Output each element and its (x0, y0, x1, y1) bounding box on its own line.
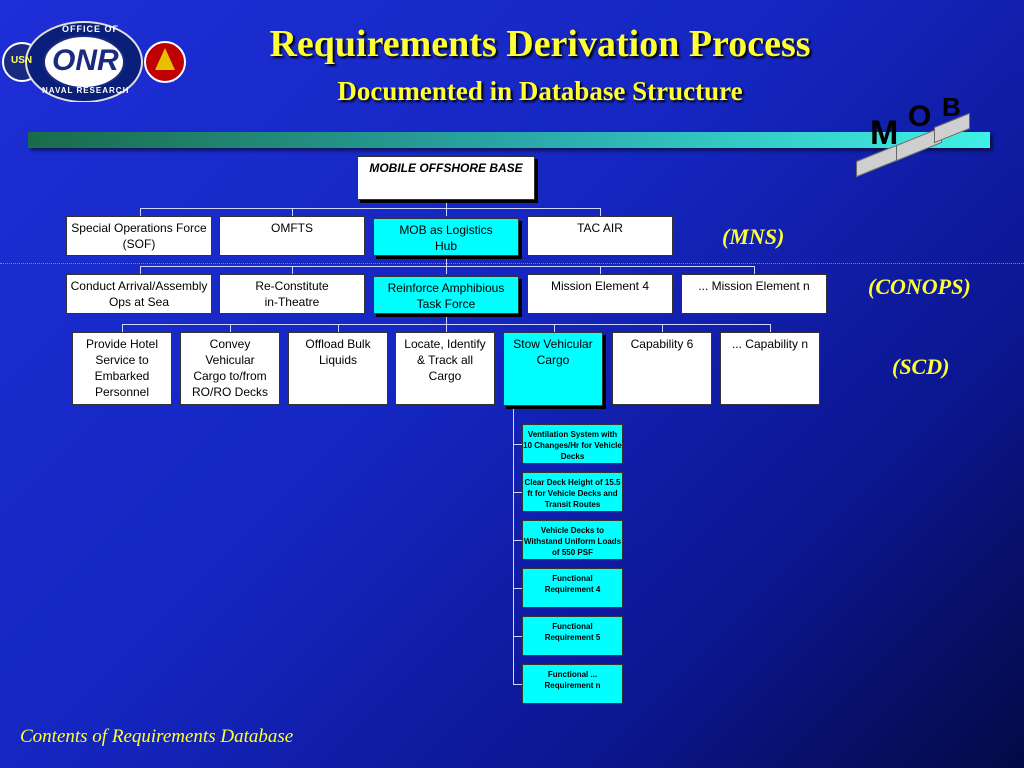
connector-line (554, 324, 555, 332)
requirement-5: Functional Requirement 5 (522, 616, 623, 656)
mob-logo: M O B (848, 92, 976, 184)
page-title: Requirements Derivation Process (269, 23, 811, 65)
conops-node-mission-4: Mission Element 4 (527, 274, 673, 314)
connector-line (446, 256, 447, 274)
logo-ring-top: OFFICE OF (62, 24, 119, 34)
header-divider-bar (28, 132, 990, 148)
level-label-conops: (CONOPS) (868, 274, 971, 299)
level-separator (0, 263, 1024, 264)
level-label-scd: (SCD) (892, 354, 950, 379)
scd-node-stow: Stow Vehicular Cargo (503, 332, 603, 406)
connector-line (446, 314, 447, 332)
onr-logo: USN OFFICE OF ONR NAVAL RESEARCH (2, 18, 192, 103)
conops-node-mission-n: ... Mission Element n (681, 274, 827, 314)
logo-center: ONR (52, 44, 119, 77)
connector-line (600, 208, 601, 216)
scd-node-locate: Locate, Identify & Track all Cargo (395, 332, 495, 405)
connector-line (140, 208, 141, 216)
requirement-ventilation: Ventilation System with 10 Changes/Hr fo… (522, 424, 623, 464)
mob-letter-b: B (942, 92, 961, 122)
logo-ring-bottom: NAVAL RESEARCH (42, 86, 130, 95)
connector-line (513, 540, 522, 541)
mob-letter-m: M (870, 114, 899, 152)
page-subtitle: Documented in Database Structure (337, 76, 743, 106)
scd-node-hotel: Provide Hotel Service to Embarked Person… (72, 332, 172, 405)
connector-line (513, 588, 522, 589)
level-label-mns: (MNS) (722, 224, 785, 249)
requirement-deck-height: Clear Deck Height of 15.5 ft for Vehicle… (522, 472, 623, 512)
connector-line (292, 266, 293, 274)
connector-line (140, 266, 141, 274)
requirement-deck-loads: Vehicle Decks to Withstand Uniform Loads… (522, 520, 623, 560)
root-node-box: MOBILE OFFSHORE BASE (357, 156, 535, 200)
connector-line (122, 324, 770, 325)
connector-line (662, 324, 663, 332)
connector-line (122, 324, 123, 332)
connector-line (513, 492, 522, 493)
requirement-n: Functional ... Requirement n (522, 664, 623, 704)
connector-line (600, 266, 601, 274)
connector-line (513, 636, 522, 637)
scd-node-capability-n: ... Capability n (720, 332, 820, 405)
conops-node-reconstitute: Re-Constitute in-Theatre (219, 274, 365, 314)
scd-node-capability-6: Capability 6 (612, 332, 712, 405)
logo-left-badge: USN (11, 55, 33, 66)
connector-line (140, 266, 754, 267)
connector-line (230, 324, 231, 332)
connector-line (140, 208, 600, 209)
scd-node-offload: Offload Bulk Liquids (288, 332, 388, 405)
mns-node-logistics-hub: MOB as Logistics Hub (373, 218, 519, 256)
connector-line (770, 324, 771, 332)
conops-node-amphibious: Reinforce Amphibious Task Force (373, 276, 519, 314)
mns-node-tac-air: TAC AIR (527, 216, 673, 256)
mns-node-sof: Special Operations Force (SOF) (66, 216, 212, 256)
connector-line (513, 684, 522, 685)
connector-line (513, 406, 514, 685)
scd-node-convey: Convey Vehicular Cargo to/from RO/RO Dec… (180, 332, 280, 405)
connector-line (754, 266, 755, 274)
requirement-4: Functional Requirement 4 (522, 568, 623, 608)
connector-line (338, 324, 339, 332)
connector-line (292, 208, 293, 216)
connector-line (513, 444, 522, 445)
mob-letter-o: O (908, 100, 932, 133)
conops-node-arrival: Conduct Arrival/Assembly Ops at Sea (66, 274, 212, 314)
onr-seal-icon (2, 21, 186, 103)
mns-node-omfts: OMFTS (219, 216, 365, 256)
footer-caption: Contents of Requirements Database (20, 726, 294, 747)
